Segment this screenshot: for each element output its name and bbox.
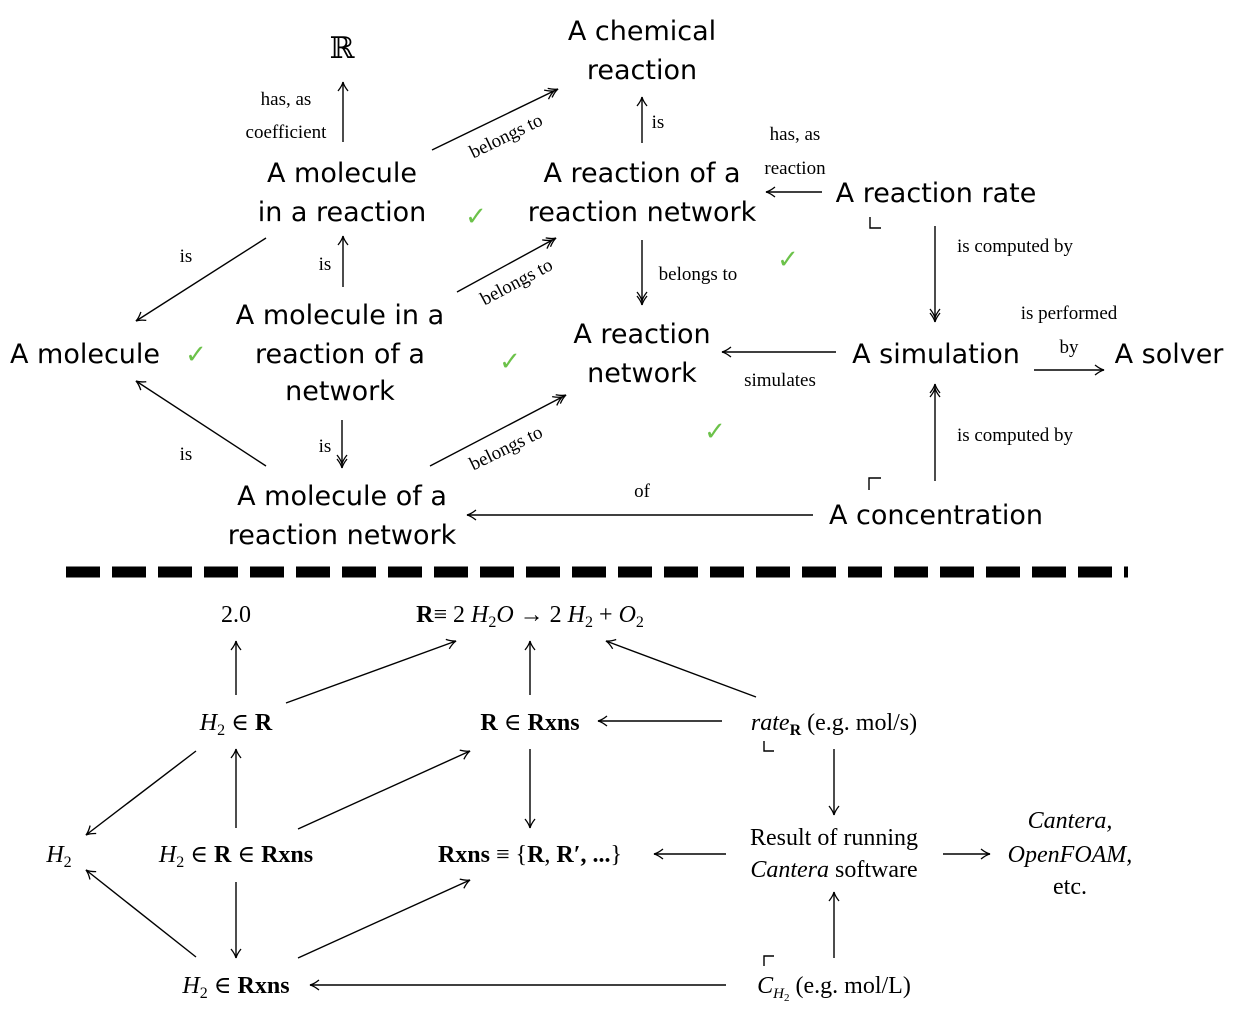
label-is-computed-by-1: is computed by — [957, 236, 1074, 257]
pullback-corner-rate — [869, 217, 881, 229]
edge-molecule-in-reaction-is — [135, 237, 267, 322]
node-reaction-network-line2: network — [587, 358, 697, 389]
label-is-computed-by-2: is computed by — [957, 425, 1074, 446]
node-solver: A solver — [1115, 339, 1225, 370]
label-belongs-to-2: belongs to — [477, 255, 556, 310]
node-simulation: A simulation — [852, 339, 1020, 370]
node-concentration: A concentration — [829, 500, 1043, 531]
node-reaction-network-line1: A reaction — [573, 319, 710, 350]
node-molecule-of-network-line2: reaction network — [228, 520, 457, 551]
node-R-in-Rxns: R ∈ Rxns — [480, 710, 579, 736]
node-molecule-of-network-line1: A molecule of a — [237, 481, 447, 512]
edge-b-h2-in-R-to-h2 — [85, 750, 197, 836]
node-result-line1: Result of running — [750, 825, 918, 851]
node-solvers-line3: etc. — [1053, 874, 1087, 900]
edge-mol-of-net-is-molecule — [135, 380, 267, 467]
label-has-coefficient-line1: has, as — [261, 89, 312, 110]
label-belongs-to-1: belongs to — [466, 110, 546, 163]
node-reaction-of-network-line1: A reaction of a — [543, 158, 740, 189]
pullback-corner-concentration-bottom — [763, 955, 774, 966]
label-belongs-to-3: belongs to — [659, 264, 738, 285]
node-chemical-reaction-line1: A chemical — [568, 16, 716, 47]
edge-mol-of-net-belongs-to — [429, 394, 567, 467]
edge-b-h2-R-Rxns-to-R-in-Rxns — [297, 749, 471, 830]
node-concentration-h2: CH2 (e.g. mol/L) — [757, 973, 911, 1004]
label-is-1: is — [652, 112, 665, 133]
label-simulates: simulates — [744, 370, 816, 391]
check-mark-4: ✓ — [499, 347, 521, 377]
node-h2-in-R: H2 ∈ R — [199, 710, 273, 739]
edge-b-h2-in-R-to-reaction — [285, 638, 457, 704]
label-belongs-to-4: belongs to — [466, 422, 546, 475]
edge-belongs-to-reaction-of-net — [456, 237, 557, 293]
node-rate: rateR (e.g. mol/s) — [751, 710, 917, 739]
label-is-4: is — [180, 444, 193, 465]
node-reaction-rate: A reaction rate — [836, 178, 1037, 209]
label-is-2: is — [180, 246, 193, 267]
node-h2-in-R-in-Rxns: H2 ∈ R ∈ Rxns — [158, 842, 313, 871]
node-molecule-in-reaction-line2: in a reaction — [258, 197, 427, 228]
node-molecule-in-reaction-of-network-line1: A molecule in a — [236, 300, 444, 331]
check-mark-2: ✓ — [777, 245, 799, 275]
node-molecule-in-reaction-of-network-line3: network — [285, 376, 395, 407]
label-has-reaction-line1: has, as — [770, 124, 821, 145]
bottom-diagram: 2.0 R≡ 2 H2O → 2 H2 + O2 H2 ∈ R R ∈ Rxns… — [45, 602, 1132, 1004]
top-diagram: ℝ A chemical reaction A molecule in a re… — [10, 16, 1224, 551]
label-is-3: is — [319, 254, 332, 275]
node-reals: ℝ — [330, 32, 356, 65]
node-molecule-in-reaction-of-network-line2: reaction of a — [255, 339, 425, 370]
node-chemical-reaction-line2: reaction — [587, 55, 697, 86]
node-result-line2: Cantera software — [750, 857, 917, 883]
node-h2: H2 — [45, 842, 71, 871]
check-mark-3: ✓ — [185, 340, 207, 370]
edge-b-h2-in-Rxns-to-h2 — [85, 869, 197, 958]
node-solvers-line1: Cantera, — [1028, 808, 1113, 834]
check-mark-5: ✓ — [704, 417, 726, 447]
label-is-5: is — [319, 436, 332, 457]
node-rxns-definition: Rxns ≡ {R, R′, ...} — [438, 842, 622, 868]
node-h2-in-Rxns: H2 ∈ Rxns — [181, 973, 289, 1002]
label-is-performed-line2: by — [1060, 337, 1080, 358]
node-solvers-line2: OpenFOAM, — [1008, 842, 1133, 868]
pullback-corner-rate-bottom — [763, 741, 774, 752]
edge-belongs-to-chemical — [431, 87, 559, 151]
check-mark-1: ✓ — [465, 202, 487, 232]
label-of: of — [634, 481, 651, 502]
node-molecule: A molecule — [10, 339, 160, 370]
edge-b-rate-to-reaction — [605, 638, 757, 698]
node-molecule-in-reaction-line1: A molecule — [267, 158, 417, 189]
node-reaction-equation: R≡ 2 H2O → 2 H2 + O2 — [416, 602, 644, 631]
label-is-performed-line1: is performed — [1021, 303, 1118, 324]
edge-b-h2-in-Rxns-to-rxns-def — [297, 878, 471, 959]
node-reaction-of-network-line2: reaction network — [528, 197, 757, 228]
node-coefficient: 2.0 — [221, 602, 251, 628]
pullback-corner-concentration — [868, 477, 881, 490]
label-has-coefficient-line2: coefficient — [246, 122, 328, 143]
label-has-reaction-line2: reaction — [764, 158, 826, 179]
